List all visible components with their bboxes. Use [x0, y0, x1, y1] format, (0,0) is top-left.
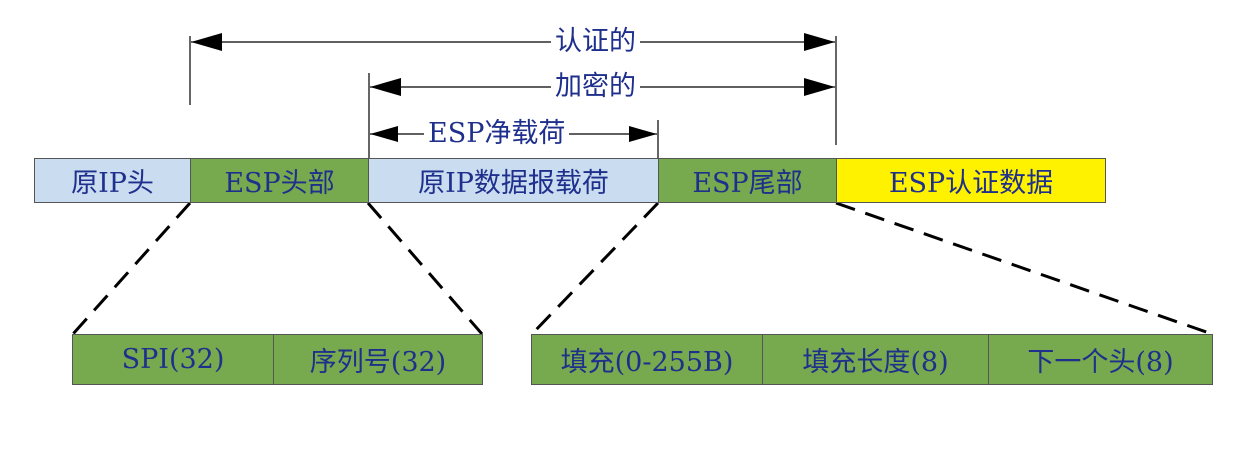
- esp-trailer-expand-right: [835, 201, 1213, 336]
- esp-auth-data: ESP认证数据: [836, 158, 1106, 203]
- esp-trailer: ESP尾部: [658, 158, 837, 203]
- esp-header-expand-right: [366, 202, 484, 335]
- enc-arrow-right-head: [804, 78, 835, 96]
- esp-trailer-expand-left: [530, 201, 660, 336]
- auth-arrow-right-head: [804, 33, 835, 51]
- padding-length-field: 填充长度(8): [762, 334, 989, 385]
- esp-header: ESP头部: [190, 158, 369, 203]
- enc-arrow-left-head: [370, 78, 401, 96]
- encrypted-label: 加密的: [551, 72, 640, 102]
- padding-field: 填充(0-255B): [531, 334, 763, 385]
- authenticated-label: 认证的: [551, 27, 640, 57]
- esp-payload-label: ESP净载荷: [424, 119, 570, 149]
- payload-arrow-right-head: [629, 126, 657, 142]
- original-datagram-payload: 原IP数据报载荷: [368, 158, 659, 203]
- sequence-number-field: 序列号(32): [273, 334, 483, 385]
- next-header-field: 下一个头(8): [988, 334, 1213, 385]
- esp-header-expand-left: [71, 202, 192, 335]
- payload-arrow-left-head: [370, 126, 398, 142]
- original-ip-header: 原IP头: [34, 158, 191, 203]
- auth-arrow-left-head: [191, 33, 222, 51]
- spi-field: SPI(32): [72, 334, 274, 385]
